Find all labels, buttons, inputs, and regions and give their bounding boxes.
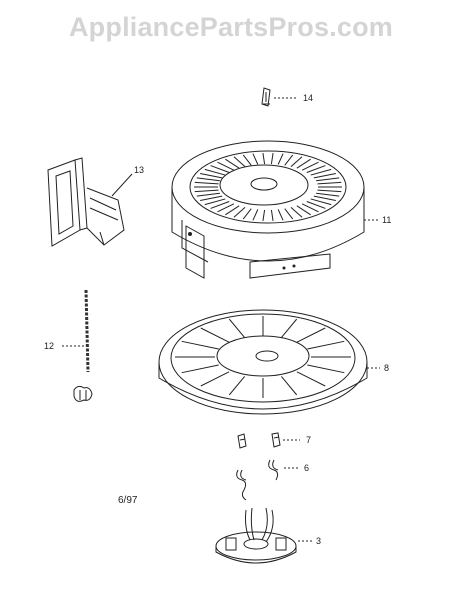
part-7-pawl-right[interactable]	[271, 432, 281, 448]
vent-slot	[270, 153, 274, 165]
vent-slot	[217, 203, 235, 213]
pulley-vane	[296, 327, 326, 343]
vent-slot	[277, 153, 284, 165]
vent-slot	[242, 154, 252, 166]
vent-slot	[262, 153, 266, 165]
vent-slot	[317, 189, 342, 193]
part-6-spring-right[interactable]	[268, 459, 279, 481]
part-11-starter-housing[interactable]	[171, 140, 365, 279]
pulley-vane	[296, 371, 326, 387]
pulley-vane	[280, 318, 298, 338]
vent-slot	[316, 192, 340, 197]
callout-label-8: 8	[384, 363, 389, 373]
callout-label-7: 7	[306, 435, 311, 445]
vent-slot	[252, 153, 259, 165]
vent-slot	[290, 156, 303, 167]
vent-slot	[217, 161, 235, 171]
housing-vent-slots	[194, 153, 342, 221]
pulley-vane	[181, 340, 219, 350]
part-14-clip[interactable]	[261, 87, 271, 107]
vent-slot	[196, 192, 220, 197]
pulley-vane	[280, 376, 298, 396]
callout-label-12: 12	[44, 341, 54, 351]
vent-slot	[310, 198, 332, 206]
vent-slot	[306, 165, 326, 173]
vent-slot	[204, 168, 226, 176]
vent-slot	[277, 209, 284, 221]
vent-slot	[194, 181, 219, 185]
vent-slot	[225, 158, 240, 169]
part-8-pulley[interactable]	[158, 309, 368, 415]
vent-slot	[310, 168, 332, 176]
vent-slot	[210, 165, 230, 173]
vent-slot	[225, 205, 240, 216]
vent-slot	[200, 195, 223, 202]
pulley-vane	[181, 364, 219, 374]
pulley-vane	[307, 340, 345, 350]
vent-slot	[200, 172, 223, 179]
vent-slot	[204, 198, 226, 206]
vent-slot	[262, 209, 266, 221]
vent-slot	[284, 154, 294, 166]
part-6-spring-left[interactable]	[236, 469, 247, 501]
vent-slot	[316, 177, 340, 182]
vent-slot	[252, 209, 259, 221]
vent-slot	[313, 195, 336, 202]
vent-slot	[313, 172, 336, 179]
vent-slot	[270, 209, 274, 221]
pulley-vane	[228, 318, 246, 338]
vent-slot	[317, 181, 342, 185]
callout-label-6: 6	[304, 463, 309, 473]
vent-slot	[306, 201, 326, 209]
leader-line-13	[111, 173, 133, 197]
vent-slot	[301, 161, 319, 171]
part-7-pawl-left[interactable]	[237, 433, 247, 449]
callout-label-14: 14	[303, 93, 313, 103]
vent-slot	[233, 207, 246, 218]
pulley-vane	[200, 327, 230, 343]
vent-slot	[290, 207, 303, 218]
vent-slot	[210, 201, 230, 209]
vent-slot	[233, 156, 246, 167]
pulley-vane	[307, 364, 345, 374]
pulley-vanes	[175, 316, 351, 398]
part-13-handle[interactable]	[47, 157, 125, 247]
callout-label-13: 13	[134, 165, 144, 175]
pulley-vane	[228, 376, 246, 396]
part-12-starter-rope[interactable]	[73, 289, 93, 402]
watermark-text: AppliancePartsPros.com	[68, 12, 393, 42]
pulley-vane	[200, 371, 230, 387]
date-code: 6/97	[118, 495, 138, 506]
vent-slot	[296, 205, 311, 216]
vent-slot	[301, 203, 319, 213]
vent-slot	[242, 208, 252, 220]
part-3-spring-housing[interactable]	[215, 507, 297, 564]
vent-slot	[194, 189, 219, 193]
callout-label-11: 11	[382, 215, 391, 225]
callout-label-3: 3	[316, 536, 321, 546]
vent-slot	[196, 177, 220, 182]
vent-slot	[284, 208, 294, 220]
vent-slot	[296, 158, 311, 169]
